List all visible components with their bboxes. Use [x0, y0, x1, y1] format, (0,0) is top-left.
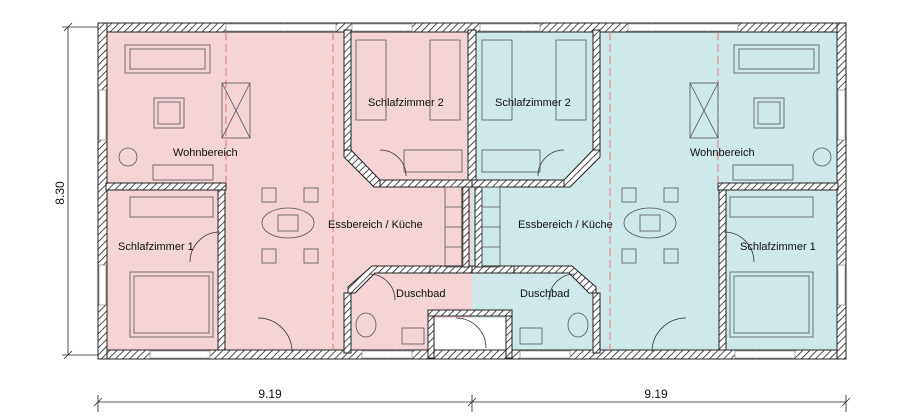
- height-dimension: [62, 22, 98, 360]
- left-schlafzimmer2-label: Schlafzimmer 2: [368, 97, 444, 109]
- left-duschbad-label: Duschbad: [396, 288, 446, 300]
- right-essbereich-label: Essbereich / Küche: [518, 219, 613, 231]
- windows: [98, 23, 846, 359]
- right-width-label: 9.19: [644, 387, 668, 401]
- left-unit-floor: [106, 30, 472, 356]
- width-dimension: [93, 395, 851, 412]
- interior-walls: [105, 29, 839, 359]
- right-duschbad-label: Duschbad: [520, 288, 570, 300]
- right-unit-floor: [472, 30, 838, 356]
- left-width-label: 9.19: [258, 387, 282, 401]
- left-wohnbereich-label: Wohnbereich: [173, 147, 238, 159]
- right-schlafzimmer2-label: Schlafzimmer 2: [495, 97, 571, 109]
- left-schlafzimmer1-label: Schlafzimmer 1: [118, 241, 194, 253]
- right-schlafzimmer1-label: Schlafzimmer 1: [740, 241, 816, 253]
- door-swings: [189, 149, 755, 353]
- right-wohnbereich-label: Wohnbereich: [690, 147, 755, 159]
- right-furniture: [481, 39, 832, 345]
- height-dimension-label: 8.30: [53, 181, 67, 205]
- left-furniture: [118, 39, 464, 345]
- left-essbereich-label: Essbereich / Küche: [328, 219, 423, 231]
